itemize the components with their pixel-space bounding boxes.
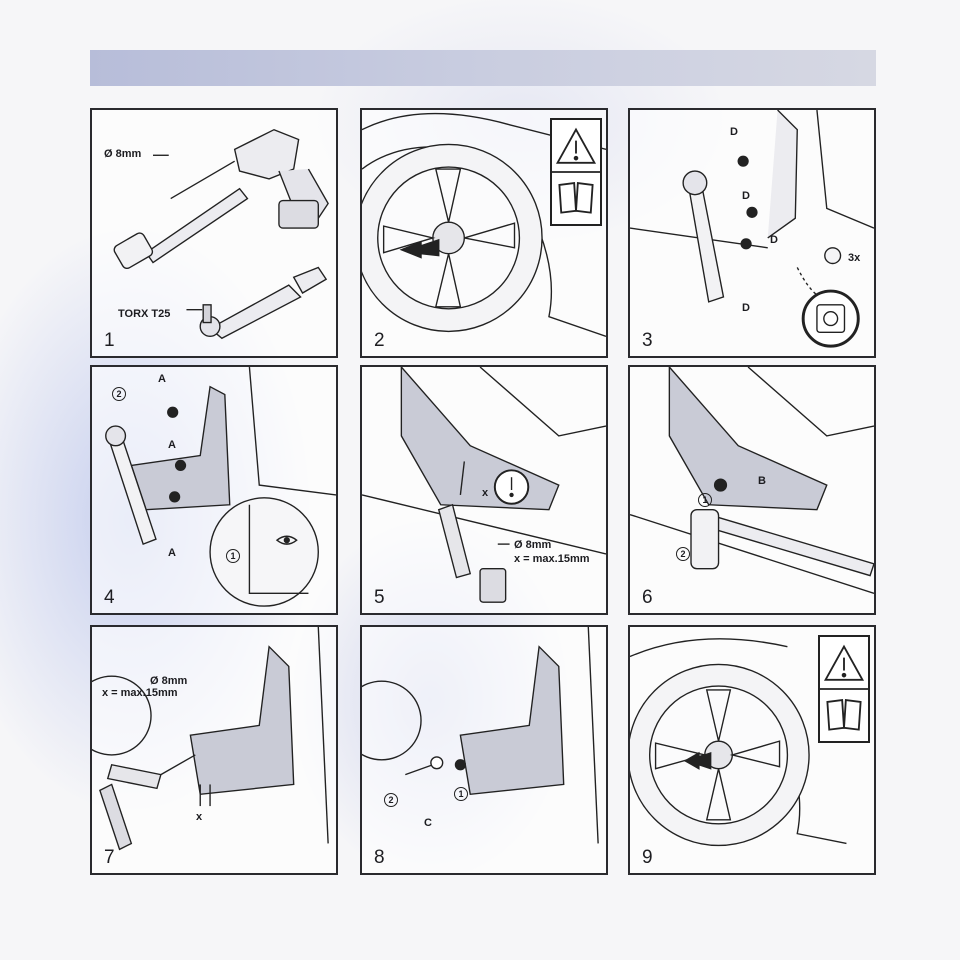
drill-size-label: Ø 8mm xyxy=(104,148,142,160)
drill-lower-hole-illustration xyxy=(92,627,329,851)
step-7-panel: Ø 8mm x = max.15mm x 7 xyxy=(90,625,338,875)
rivet-icon xyxy=(405,756,444,776)
clip-b-label: B xyxy=(758,475,766,487)
step-8-panel: C 1 2 8 xyxy=(360,625,608,875)
drill-size-label: Ø 8mm xyxy=(514,539,552,551)
hammer-icon xyxy=(113,187,249,270)
refit-arrow-icon xyxy=(683,751,712,770)
hammer-icon xyxy=(690,508,874,577)
drill-size-label: Ø 8mm xyxy=(150,675,188,687)
step-number: 4 xyxy=(104,587,115,608)
step-number: 1 xyxy=(104,330,115,351)
step-number: 8 xyxy=(374,847,385,868)
depth-x-label: x xyxy=(196,811,203,823)
remove-arrow-icon xyxy=(399,238,440,259)
screw-a-label: A xyxy=(158,373,166,385)
header-bar xyxy=(90,50,876,86)
step-6-panel: B 1 2 6 xyxy=(628,365,876,615)
tools-illustration xyxy=(113,128,329,340)
drill-hole-illustration xyxy=(362,367,606,603)
ratchet-icon xyxy=(105,425,157,546)
eye-icon xyxy=(275,535,298,545)
warning-triangle-icon xyxy=(820,644,868,731)
callout-1: 1 xyxy=(226,549,240,563)
warning-box xyxy=(818,635,870,743)
callout-2: 2 xyxy=(112,387,126,401)
depth-x-label: x xyxy=(482,487,489,499)
step-3-panel: D D D D 3x 3 xyxy=(628,108,876,358)
step-4-panel: A A A 1 2 4 xyxy=(90,365,338,615)
drill-icon xyxy=(437,461,507,603)
step-5-panel: Ø 8mm x = max.15mm x 5 xyxy=(360,365,608,615)
insert-clip-illustration xyxy=(630,367,874,594)
wheel-spokes xyxy=(382,168,516,308)
mudflap-fit-illustration xyxy=(105,367,336,607)
drill-depth-label: x = max.15mm xyxy=(514,553,590,565)
step-2-panel: 2 xyxy=(360,108,608,358)
wheel-removal-illustration xyxy=(362,112,606,337)
step-9-panel: 9 xyxy=(628,625,876,875)
torx-label: TORX T25 xyxy=(118,308,171,320)
warning-triangle-icon xyxy=(552,127,600,214)
step-number: 9 xyxy=(642,847,653,868)
ratchet-icon xyxy=(682,170,725,303)
screw-d-label: D xyxy=(730,126,738,138)
screwdriver-icon xyxy=(199,266,328,340)
detail-magnifier xyxy=(209,497,319,607)
screw-quantity-label: 3x xyxy=(848,252,861,264)
callout-2: 2 xyxy=(384,793,398,807)
wheel-refit-illustration xyxy=(630,638,847,847)
screw-a-label: A xyxy=(168,547,176,559)
step-number: 2 xyxy=(374,330,385,351)
screw-d-label: D xyxy=(742,302,750,314)
drill-icon xyxy=(170,128,329,229)
step-number: 3 xyxy=(642,330,653,351)
wheel-spokes xyxy=(654,689,781,821)
screw-a-label: A xyxy=(168,439,176,451)
callout-2: 2 xyxy=(676,547,690,561)
step-number: 5 xyxy=(374,587,385,608)
remove-screws-illustration xyxy=(630,110,874,348)
callout-1: 1 xyxy=(454,787,468,801)
exclamation-circle-icon xyxy=(493,469,530,505)
warning-box xyxy=(550,118,602,226)
rivet-c-label: C xyxy=(424,817,432,829)
step-number: 7 xyxy=(104,847,115,868)
drill-depth-label: x = max.15mm xyxy=(102,687,178,699)
open-book-icon xyxy=(826,699,862,731)
insert-rivet-illustration xyxy=(362,627,599,844)
callout-1: 1 xyxy=(698,493,712,507)
screw-d-label: D xyxy=(770,234,778,246)
open-book-icon xyxy=(558,182,594,214)
drill-icon xyxy=(99,754,196,851)
step-1-panel: Ø 8mm TORX T25 1 xyxy=(90,108,338,358)
step-number: 6 xyxy=(642,587,653,608)
screw-d-label: D xyxy=(742,190,750,202)
recycle-bin-icon xyxy=(801,289,860,348)
